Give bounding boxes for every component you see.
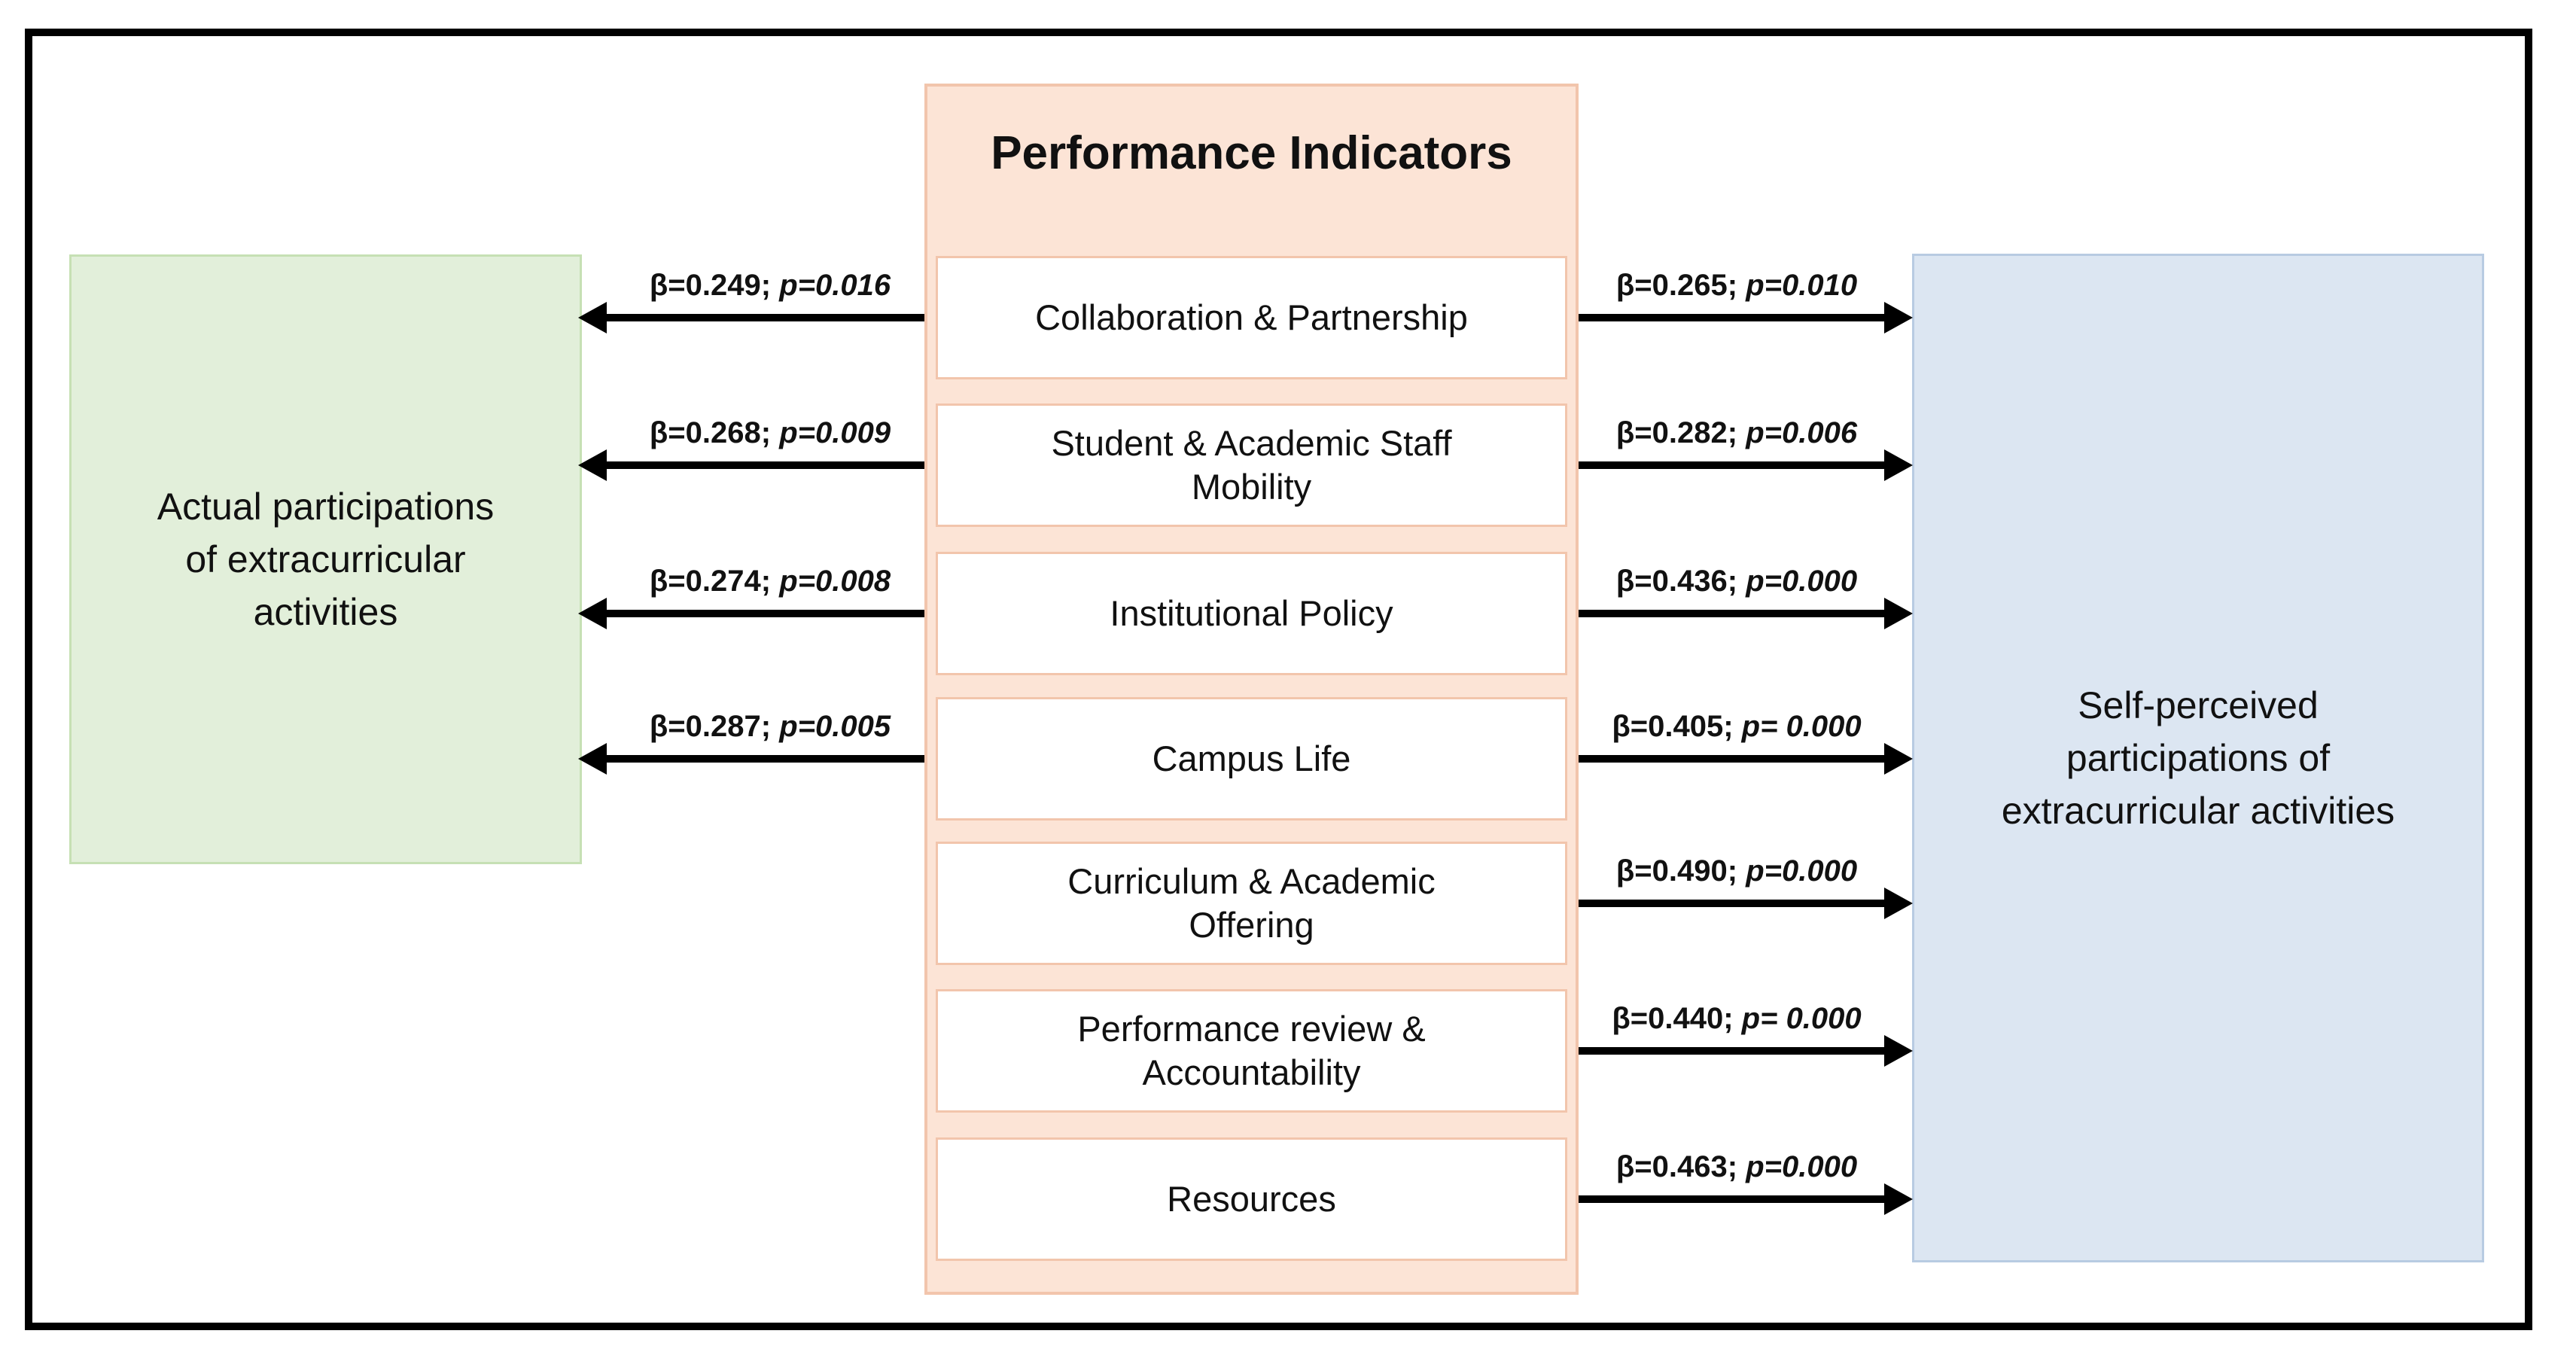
p-value: p=0.000 — [1746, 1150, 1858, 1183]
p-value: p=0.000 — [1746, 565, 1858, 598]
coefficient-to-self: β=0.490; p=0.000 — [1584, 852, 1889, 890]
beta-value: β=0.463; — [1615, 1150, 1738, 1183]
p-value: p=0.008 — [779, 565, 891, 598]
indicator-box: Curriculum & Academic Offering — [936, 842, 1567, 965]
actual-participation-box: Actual participations of extracurricular… — [69, 254, 582, 864]
self-perceived-label: Self-perceived participations of extracu… — [2001, 684, 2395, 832]
p-value: p= 0.000 — [1741, 1002, 1862, 1035]
indicator-box: Collaboration & Partnership — [936, 256, 1567, 379]
coefficient-to-actual: β=0.249; p=0.016 — [617, 266, 923, 304]
beta-value: β=0.268; — [649, 416, 772, 449]
indicator-label: Collaboration & Partnership — [1035, 297, 1468, 337]
arrow-to-actual-head-icon — [578, 598, 607, 629]
p-value: p=0.006 — [1746, 416, 1858, 449]
arrow-to-self-line — [1579, 314, 1887, 321]
indicator-label: Student & Academic Staff Mobility — [1051, 423, 1452, 507]
arrow-to-actual-line — [604, 461, 924, 469]
coefficient-to-actual: β=0.274; p=0.008 — [617, 562, 923, 600]
coefficient-to-self: β=0.265; p=0.010 — [1584, 266, 1889, 304]
indicator-label: Performance review & Accountability — [1077, 1009, 1426, 1092]
beta-value: β=0.490; — [1615, 854, 1738, 888]
indicator-box: Performance review & Accountability — [936, 989, 1567, 1113]
arrow-to-self-line — [1579, 1195, 1887, 1203]
arrow-to-self-head-icon — [1884, 1183, 1913, 1215]
arrow-to-actual-line — [604, 610, 924, 617]
indicator-box: Institutional Policy — [936, 552, 1567, 675]
arrow-to-self-line — [1579, 900, 1887, 907]
p-value: p=0.010 — [1746, 269, 1858, 302]
coefficient-to-self: β=0.463; p=0.000 — [1584, 1148, 1889, 1186]
coefficient-to-self: β=0.405; p= 0.000 — [1584, 708, 1889, 745]
beta-value: β=0.405; — [1612, 710, 1734, 743]
indicator-box: Student & Academic Staff Mobility — [936, 403, 1567, 527]
actual-participation-label: Actual participations of extracurricular… — [157, 486, 495, 633]
p-value: p=0.000 — [1746, 854, 1858, 888]
beta-value: β=0.265; — [1615, 269, 1738, 302]
p-value: p= 0.000 — [1741, 710, 1862, 743]
indicator-label: Campus Life — [1152, 738, 1351, 778]
beta-value: β=0.249; — [649, 269, 772, 302]
coefficient-to-self: β=0.282; p=0.006 — [1584, 414, 1889, 452]
panel-title: Performance Indicators — [991, 127, 1512, 179]
arrow-to-actual-line — [604, 755, 924, 763]
arrow-to-self-line — [1579, 1047, 1887, 1055]
arrow-to-self-head-icon — [1884, 302, 1913, 333]
arrow-to-self-head-icon — [1884, 1035, 1913, 1067]
indicator-label: Institutional Policy — [1110, 593, 1393, 633]
self-perceived-box: Self-perceived participations of extracu… — [1912, 254, 2484, 1262]
beta-value: β=0.274; — [649, 565, 772, 598]
beta-value: β=0.282; — [1615, 416, 1738, 449]
coefficient-to-actual: β=0.287; p=0.005 — [617, 708, 923, 745]
arrow-to-self-head-icon — [1884, 598, 1913, 629]
indicator-box: Resources — [936, 1137, 1567, 1261]
beta-value: β=0.287; — [649, 710, 772, 743]
arrow-to-self-line — [1579, 755, 1887, 763]
indicator-label: Resources — [1167, 1179, 1336, 1219]
arrow-to-actual-head-icon — [578, 449, 607, 481]
coefficient-to-actual: β=0.268; p=0.009 — [617, 414, 923, 452]
coefficient-to-self: β=0.436; p=0.000 — [1584, 562, 1889, 600]
arrow-to-actual-head-icon — [578, 743, 607, 775]
p-value: p=0.016 — [779, 269, 891, 302]
beta-value: β=0.436; — [1615, 565, 1738, 598]
arrow-to-self-line — [1579, 461, 1887, 469]
indicator-box: Campus Life — [936, 697, 1567, 821]
arrow-to-self-head-icon — [1884, 888, 1913, 919]
p-value: p=0.009 — [779, 416, 891, 449]
arrow-to-self-head-icon — [1884, 449, 1913, 481]
arrow-to-actual-head-icon — [578, 302, 607, 333]
arrow-to-self-line — [1579, 610, 1887, 617]
coefficient-to-self: β=0.440; p= 0.000 — [1584, 1000, 1889, 1037]
arrow-to-self-head-icon — [1884, 743, 1913, 775]
p-value: p=0.005 — [779, 710, 891, 743]
arrow-to-actual-line — [604, 314, 924, 321]
indicator-label: Curriculum & Academic Offering — [1067, 861, 1436, 945]
beta-value: β=0.440; — [1612, 1002, 1734, 1035]
